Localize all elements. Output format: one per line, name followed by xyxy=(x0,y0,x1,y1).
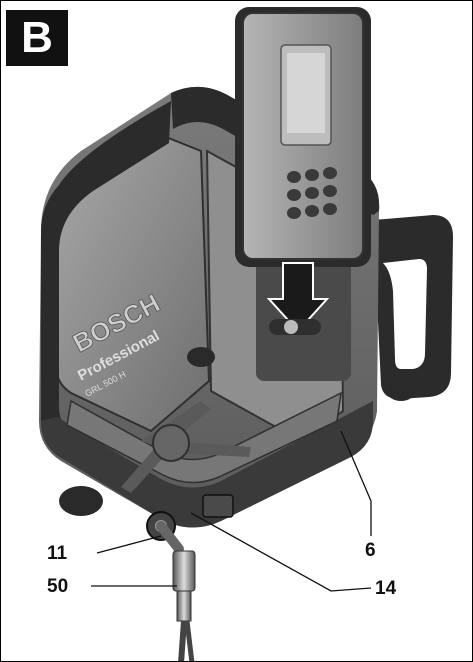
leader-11 xyxy=(96,535,162,554)
laser-housing xyxy=(39,86,415,541)
remote-control xyxy=(235,7,371,267)
leader-14 xyxy=(190,512,372,592)
power-cable xyxy=(156,521,196,661)
callout-11: 11 xyxy=(47,543,68,564)
callout-50: 50 xyxy=(47,576,69,597)
figure-label: B xyxy=(6,10,68,66)
callout-6: 6 xyxy=(365,540,376,561)
insert-arrow-icon xyxy=(266,262,330,333)
callout-leaders xyxy=(91,430,372,592)
callout-14: 14 xyxy=(375,578,397,599)
carry-handle xyxy=(357,215,453,399)
leader-6 xyxy=(340,430,372,536)
